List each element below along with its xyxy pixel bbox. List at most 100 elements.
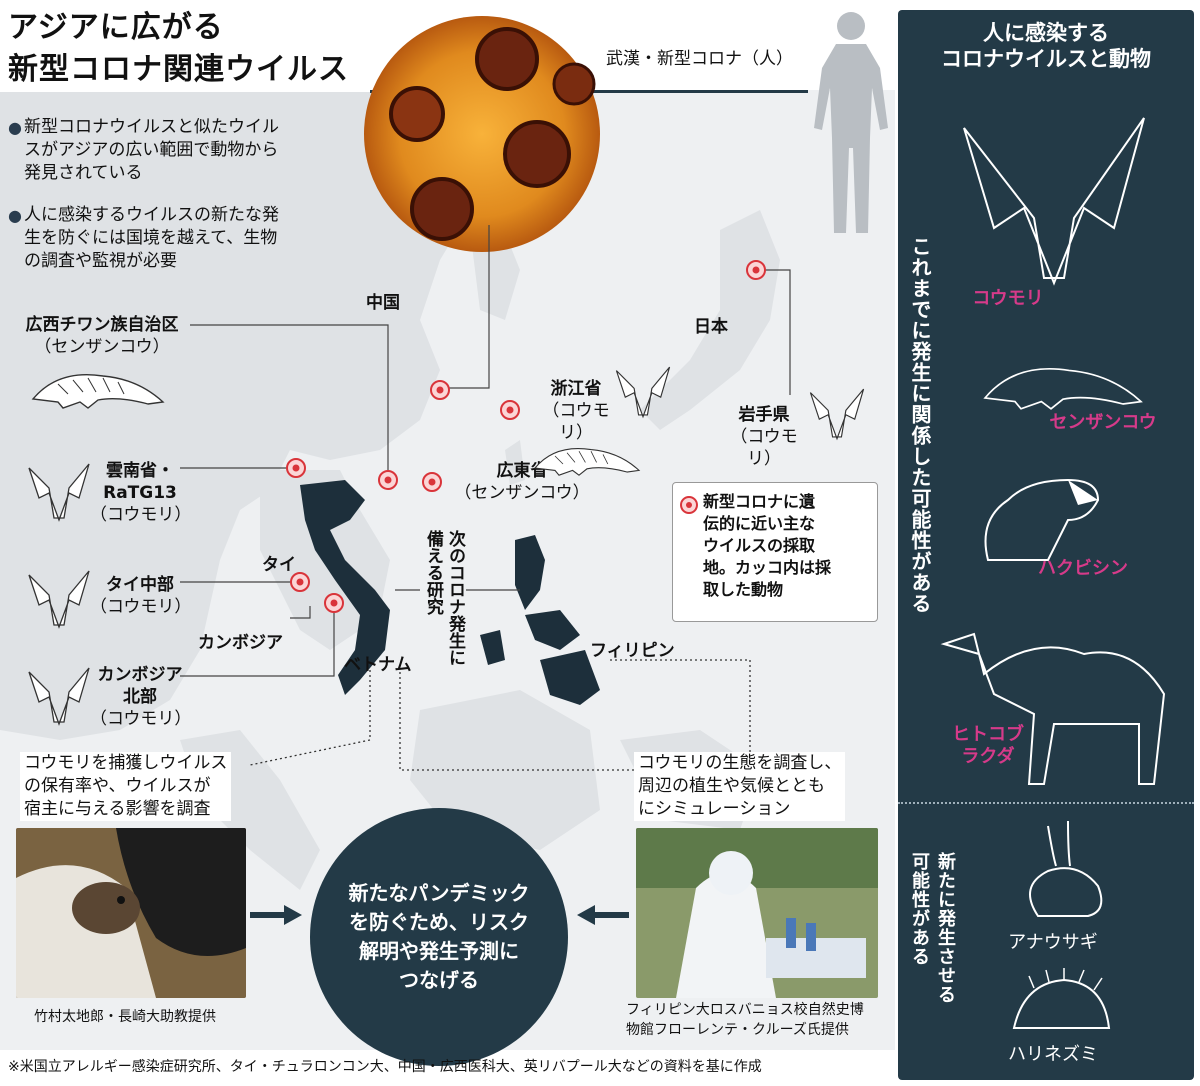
site-cambodia-animal: （コウモリ） (90, 709, 192, 729)
site-yunnan-animal: （コウモリ） (90, 505, 192, 525)
bat-icon (963, 117, 1145, 286)
label-thailand: タイ (262, 555, 296, 575)
legend-line5: 取した動物 (703, 580, 784, 599)
panel-side-lower-2: 可能性がある (909, 852, 930, 966)
bat-capture-photo (16, 828, 246, 998)
bullet-2-line3: の調査や監視が必要 (24, 251, 177, 271)
panel-animal-hedgehog: ハリネズミ (1008, 1044, 1098, 1065)
human-figure-icon (814, 12, 888, 233)
research-right: コウモリの生態を調査し、 周辺の植生や気候ととも にシミュレーション (634, 752, 846, 821)
bat-icon (615, 366, 671, 419)
label-cambodia: カンボジア (198, 633, 283, 653)
civet-icon (984, 478, 1100, 561)
pangolin-icon (533, 448, 641, 476)
site-guangxi-animal: （センザンコウ） (34, 337, 170, 357)
research-left-line2: の保有率や、ウイルスが (24, 776, 211, 796)
source-note: ※米国立アレルギー感染症研究所、タイ・チュラロンコン大、中国・広西医科大、英リバ… (8, 1059, 762, 1075)
virus-micrograph (364, 16, 600, 252)
camel-icon (940, 632, 1166, 785)
center-line2: を防ぐため、リスク (349, 910, 529, 934)
panel-side-lower: 新たに発生させる 可能性がある (906, 852, 958, 1072)
bullet-2-line2: 生を防ぐには国境を越えて、生物 (24, 228, 278, 248)
panel-camel-line1: ヒトコブ (952, 724, 1024, 745)
site-cambodia-north: カンボジア 北部 （コウモリ） (90, 664, 192, 730)
bat-icon (809, 388, 865, 441)
center-message: 新たなパンデミック を防ぐため、リスク 解明や発生予測に つなげる (310, 808, 568, 1066)
bullet-dot-icon: ● (8, 206, 22, 225)
bullet-2: ● 人に感染するウイルスの新たな発 生を防ぐには国境を越えて、生物 の調査や監視… (8, 204, 344, 273)
rabbit-icon (1029, 820, 1103, 917)
site-thai-central: タイ中部 （コウモリ） (90, 574, 192, 618)
center-line1: 新たなパンデミック (348, 881, 530, 905)
panel-divider (898, 802, 1194, 804)
pangolin-icon (31, 374, 165, 409)
site-thai-animal: （コウモリ） (90, 597, 192, 617)
bullet-1: ● 新型コロナウイルスと似たウイル スがアジアの広い範囲で動物から 発見されてい… (8, 116, 344, 185)
title-line2: 新型コロナ関連ウイルス (8, 52, 349, 87)
legend-line4: 地。カッコ内は採 (703, 558, 832, 577)
marker-layer (286, 260, 766, 613)
animal-panel: 人に感染する コロナウイルスと動物 これまでに発生に関係した可能性がある 新たに… (898, 10, 1194, 1080)
marker-icon (680, 496, 698, 514)
panel-animal-bat: コウモリ (972, 288, 1044, 309)
research-right-line2: 周辺の植生や気候ととも (638, 776, 825, 796)
site-zhejiang-animal: （コウモリ） (542, 401, 610, 443)
bullet-1-line3: 発見されている (24, 163, 143, 183)
bullet-1-line1: 新型コロナウイルスと似たウイル (24, 117, 279, 137)
legend-line2: 伝的に近い主な (703, 514, 816, 533)
arrow-right-icon (250, 905, 302, 925)
center-line4: つなげる (399, 968, 479, 992)
site-yunnan-name2: RaTG13 (103, 483, 177, 503)
panel-side-lower-1: 新たに発生させる (935, 852, 956, 1004)
research-right-line3: にシミュレーション (638, 799, 791, 819)
site-iwate-name: 岩手県 (738, 405, 790, 425)
research-left-line3: 宿主に与える影響を調査 (24, 799, 211, 819)
legend-text: 新型コロナに遺 伝的に近い主な ウイルスの採取 地。カッコ内は採 取した動物 (703, 491, 831, 601)
site-guangdong: 広東省 （センザンコウ） (452, 460, 592, 504)
hedgehog-icon (1012, 968, 1111, 1029)
site-guangdong-animal: （センザンコウ） (454, 483, 590, 503)
center-text: 新たなパンデミック を防ぐため、リスク 解明や発生予測に つなげる (339, 879, 539, 995)
legend-line1: 新型コロナに遺 (703, 492, 816, 511)
label-philippines: フィリピン (590, 641, 675, 661)
panel-animal-camel: ヒトコブ ラクダ (938, 724, 1038, 768)
legend-line3: ウイルスの採取 (703, 536, 816, 555)
wuhan-label: 武漢・新型コロナ（人） (606, 49, 793, 69)
panel-animal-civet: ハクビシン (1038, 558, 1128, 579)
legend-box: 新型コロナに遺 伝的に近い主な ウイルスの採取 地。カッコ内は採 取した動物 (672, 482, 878, 622)
site-iwate: 岩手県 （コウモリ） (718, 404, 810, 470)
title-line1: アジアに広がる (8, 10, 224, 45)
site-zhejiang-name: 浙江省 (550, 379, 602, 399)
research-left: コウモリを捕獲しウイルス の保有率や、ウイルスが 宿主に与える影響を調査 (20, 752, 232, 821)
credit-right-line1: フィリピン大ロスバニョス校自然史博 (626, 1002, 864, 1018)
center-line3: 解明や発生予測に (359, 939, 519, 963)
label-japan: 日本 (694, 317, 728, 337)
site-yunnan-name1: 雲南省・ (106, 461, 174, 481)
site-cambodia-name1: カンボジア (97, 665, 183, 685)
site-guangdong-name: 広東省 (496, 461, 548, 481)
panel-side-upper: これまでに発生に関係した可能性がある (908, 236, 932, 614)
label-vietnam: ベトナム (344, 655, 412, 675)
research-left-line1: コウモリを捕獲しウイルス (24, 753, 228, 773)
site-zhejiang: 浙江省 （コウモリ） (530, 378, 622, 444)
credit-right-line2: 物館フローレンテ・クルーズ氏提供 (626, 1022, 849, 1038)
connector-lines (180, 225, 791, 771)
panel-title-line1: 人に感染する (983, 21, 1109, 45)
bullet-dot-icon: ● (8, 118, 22, 137)
marker-icon (286, 260, 766, 613)
credit-right: フィリピン大ロスバニョス校自然史博 物館フローレンテ・クルーズ氏提供 (626, 1000, 864, 1040)
site-iwate-animal: （コウモリ） (730, 427, 798, 469)
panel-title-line2: コロナウイルスと動物 (941, 47, 1151, 71)
site-guangxi: 広西チワン族自治区 （センザンコウ） (12, 314, 192, 358)
label-china: 中国 (366, 293, 400, 313)
pangolin-icon (983, 367, 1143, 410)
credit-left: 竹村太地郎・長崎大助教提供 (34, 1009, 216, 1025)
research-right-line1: コウモリの生態を調査し、 (638, 753, 842, 773)
field-research-photo (636, 828, 878, 998)
bat-icon (28, 570, 90, 629)
panel-animal-rabbit: アナウサギ (1008, 932, 1098, 953)
panel-title: 人に感染する コロナウイルスと動物 (898, 20, 1194, 72)
site-yunnan: 雲南省・ RaTG13 （コウモリ） (90, 460, 192, 526)
research-label: 次のコロナ発生に備える研究 (422, 530, 466, 670)
panel-camel-line2: ラクダ (961, 746, 1015, 767)
